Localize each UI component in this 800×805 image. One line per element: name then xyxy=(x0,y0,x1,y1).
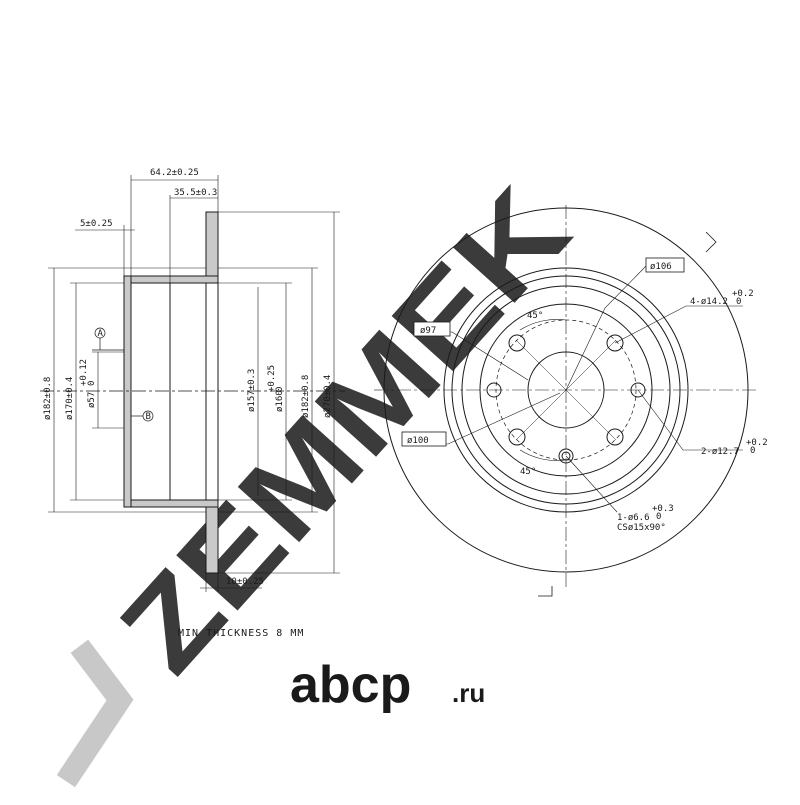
hat-wall-top xyxy=(123,275,219,284)
d97-label-box xyxy=(413,321,451,337)
label-countersink: CSø15x90° xyxy=(617,523,666,533)
angle-arc-bottom xyxy=(519,449,567,461)
label-bolt-tol-bot: 0 xyxy=(736,297,741,307)
dim-57-tol-top: +0.12 xyxy=(79,359,89,386)
section-arrow-top xyxy=(705,231,717,253)
disc-plate-bottom xyxy=(205,504,219,574)
side-view xyxy=(40,175,345,592)
front-view-labels: ø106 4-ø14.2 +0.2 0 ø97 ø100 45° 45° 2-ø… xyxy=(401,257,768,533)
bolt-hole-se xyxy=(606,428,624,446)
datum-b-letter: B xyxy=(146,412,151,422)
label-d100: ø100 xyxy=(407,436,429,446)
dim-57-tol-bot: 0 xyxy=(87,381,97,386)
leader-pin xyxy=(637,389,743,451)
leader-bolt xyxy=(614,305,743,344)
label-screw-tol-bot: 0 xyxy=(656,512,661,522)
label-angle-top: 45° xyxy=(527,311,543,321)
dim-182-left: ø182±0.8 xyxy=(43,377,53,420)
dim-157: ø157±0.3 xyxy=(247,369,257,412)
label-d97: ø97 xyxy=(420,326,436,336)
pin-hole-left xyxy=(486,382,502,398)
label-pin-tol-bot: 0 xyxy=(750,446,755,456)
bolt-hole-nw xyxy=(508,334,526,352)
min-thickness-note: MIN THICKNESS 8 MM xyxy=(178,628,304,639)
disc-plate-core xyxy=(205,275,219,506)
screw-hole-outer xyxy=(558,448,574,464)
watermark-chevron xyxy=(56,639,134,788)
dim-64-2: 64.2±0.25 xyxy=(150,168,199,178)
datum-a-letter: A xyxy=(98,329,104,339)
section-arrow-bottom xyxy=(538,586,553,597)
dim-182-right: ø182±0.8 xyxy=(301,375,311,418)
dim-160-tol-bot: 0 xyxy=(275,387,285,392)
label-screw-tol-top: +0.3 xyxy=(652,504,674,514)
dim-35-5: 35.5±0.3 xyxy=(174,188,217,198)
brand-logo: abcp .ru xyxy=(290,656,485,714)
pin-hole-right xyxy=(630,382,646,398)
front-view xyxy=(374,205,758,597)
hat-profile xyxy=(123,275,218,508)
label-angle-bottom: 45° xyxy=(520,467,536,477)
dim-270: ø270±0.4 xyxy=(323,375,333,418)
label-bolt-tol-top: +0.2 xyxy=(732,289,754,299)
label-pin-holes: 2-ø12.7 xyxy=(701,447,739,457)
hat-face xyxy=(123,275,132,508)
leader-pcd xyxy=(565,265,647,391)
label-screw-hole: 1-ø6.6 xyxy=(617,513,650,523)
pcd-label-box xyxy=(645,257,685,273)
dim-170: ø170±0.4 xyxy=(65,377,75,420)
brand-text: abcp xyxy=(290,656,411,714)
bolt-hole-sw xyxy=(508,428,526,446)
dim-160-tol-top: +0.25 xyxy=(267,365,277,392)
dim-160: ø160 xyxy=(275,390,285,412)
label-pin-tol-top: +0.2 xyxy=(746,438,768,448)
label-bolt-holes: 4-ø14.2 xyxy=(690,297,728,307)
dim-5: 5±0.25 xyxy=(80,219,113,229)
disc-plate-top xyxy=(205,211,219,277)
dim-10: 10±0.25 xyxy=(226,577,264,587)
dim-57: ø57 xyxy=(87,392,97,408)
side-view-labels: 64.2±0.25 35.5±0.3 5±0.25 ø182±0.8 ø170±… xyxy=(43,168,333,587)
angle-arc-top xyxy=(519,319,567,331)
label-pcd: ø106 xyxy=(650,262,672,272)
d100-label-box xyxy=(401,431,447,447)
brand-suffix: .ru xyxy=(452,678,485,708)
leader-screw xyxy=(565,455,618,513)
bolt-hole-ne xyxy=(606,334,624,352)
hat-wall-bottom xyxy=(123,499,219,508)
